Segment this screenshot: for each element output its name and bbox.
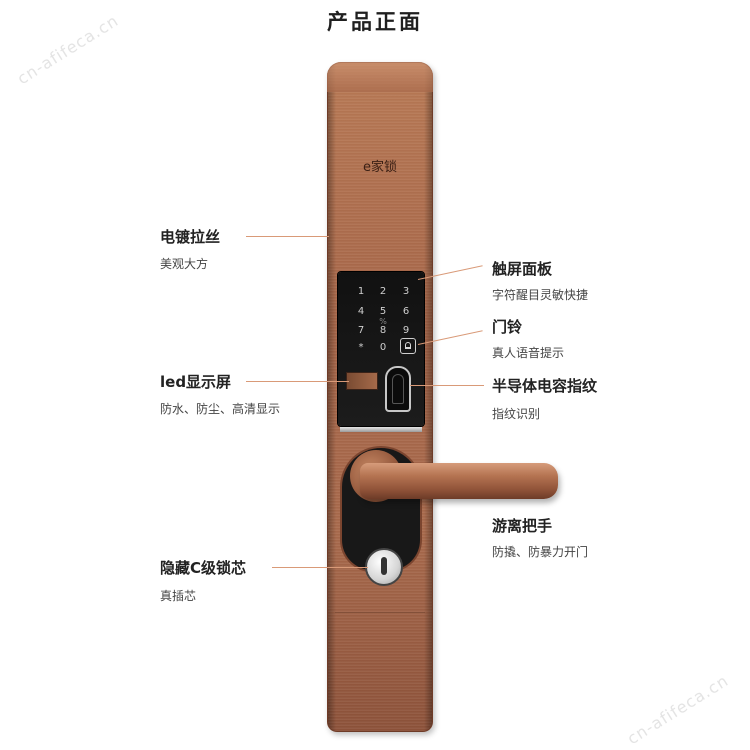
feature-desc: 真插芯	[160, 589, 197, 603]
keypad-key[interactable]: *	[358, 342, 364, 353]
feature-title: 隐藏C级锁芯	[160, 559, 247, 577]
keypad-hint: %	[379, 317, 387, 326]
feature-title: 门铃	[492, 318, 523, 336]
doorbell-icon[interactable]	[400, 338, 416, 354]
lock-top-cap	[327, 62, 433, 92]
feature-title: 半导体电容指纹	[492, 377, 598, 395]
feature-title: 触屏面板	[492, 260, 553, 278]
feature-desc: 美观大方	[160, 257, 209, 271]
watermark: cn-afifeca.cn	[623, 670, 732, 749]
keypad-key[interactable]: 9	[402, 325, 410, 336]
fingerprint-sensor-icon[interactable]	[385, 366, 411, 412]
feature-desc: 防水、防尘、高清显示	[160, 402, 281, 416]
keypad-key[interactable]: 0	[379, 342, 387, 353]
callout-line	[272, 567, 368, 568]
callout-line	[246, 236, 329, 237]
brand-logo: e家锁	[363, 160, 397, 175]
keypad-key[interactable]: 4	[357, 306, 365, 317]
keypad-key[interactable]: 3	[402, 286, 410, 297]
feature-desc: 防撬、防暴力开门	[492, 545, 589, 559]
keypad-key[interactable]: 2	[379, 286, 387, 297]
feature-title: 游离把手	[492, 517, 553, 535]
callout-line	[246, 381, 349, 382]
feature-title: led显示屏	[160, 373, 232, 391]
callout-line	[410, 385, 484, 386]
led-display-window	[346, 372, 378, 390]
divider	[335, 612, 425, 613]
feature-desc: 真人语音提示	[492, 346, 565, 360]
door-handle[interactable]	[360, 463, 558, 499]
keypad-key[interactable]: 8	[379, 325, 387, 336]
keypad-key[interactable]: 5	[379, 306, 387, 317]
feature-title: 电镀拉丝	[160, 228, 221, 246]
feature-desc: 指纹识别	[492, 407, 541, 421]
keypad-key[interactable]: 7	[357, 325, 365, 336]
keyhole-icon	[381, 557, 387, 575]
keypad-key[interactable]: 6	[402, 306, 410, 317]
silver-trim	[340, 427, 422, 432]
page-title: 产品正面	[327, 10, 423, 34]
feature-desc: 字符醒目灵敏快捷	[492, 288, 589, 302]
keypad-key[interactable]: 1	[357, 286, 365, 297]
